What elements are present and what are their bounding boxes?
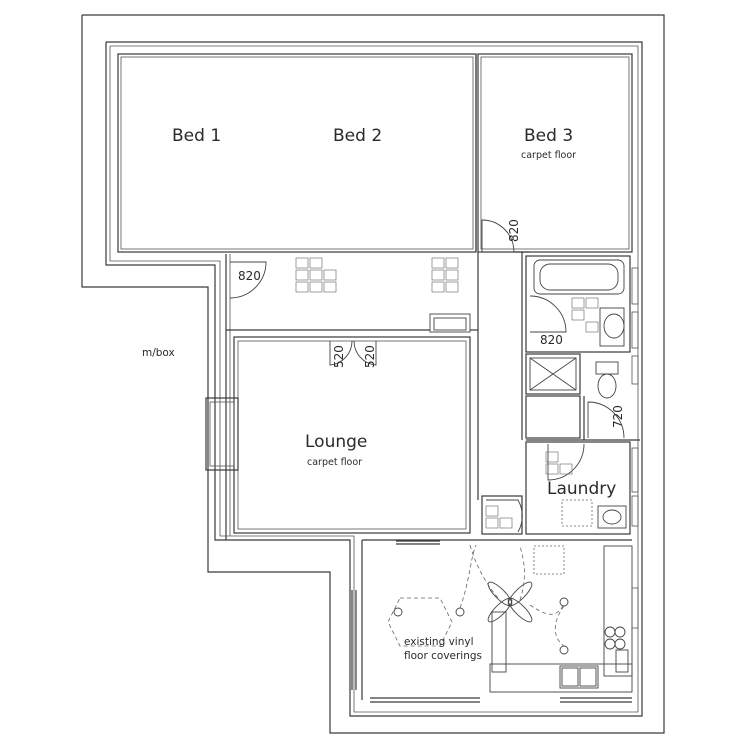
stair-store — [481, 495, 523, 535]
bed3-floor-label: carpet floor — [521, 150, 576, 161]
bed3-door — [481, 219, 530, 253]
bathroom-door-dim: 820 — [540, 333, 563, 347]
hall-door-dim: 820 — [238, 269, 261, 283]
kitchen-note-line2: floor coverings — [404, 650, 482, 662]
shower-and-wc — [525, 353, 640, 441]
laundry — [525, 441, 639, 535]
kitchen-note-line1: existing vinyl — [404, 636, 474, 648]
hall-tiles-left — [295, 257, 337, 293]
ceiling-fan — [487, 581, 533, 673]
lounge — [205, 336, 471, 545]
bedrooms-block — [117, 53, 633, 253]
bathroom — [525, 255, 639, 353]
lounge-floor-label: carpet floor — [307, 457, 362, 468]
laundry-door-dim: 720 — [611, 405, 625, 428]
laundry-label: Laundry — [547, 479, 616, 499]
hall-tiles-right — [431, 257, 459, 293]
hallway — [225, 252, 523, 540]
lounge-door-left-dim: 520 — [332, 345, 346, 368]
bed3-door-dim: 820 — [507, 219, 521, 242]
lounge-label: Lounge — [305, 432, 367, 452]
outer-walls — [81, 14, 665, 734]
kitchen — [351, 539, 639, 703]
lounge-door-right-dim: 520 — [363, 345, 377, 368]
bed1-label: Bed 1 — [172, 126, 221, 146]
meter-box-label: m/box — [142, 347, 175, 359]
bed3-label: Bed 3 — [524, 126, 573, 146]
bed2-label: Bed 2 — [333, 126, 382, 146]
